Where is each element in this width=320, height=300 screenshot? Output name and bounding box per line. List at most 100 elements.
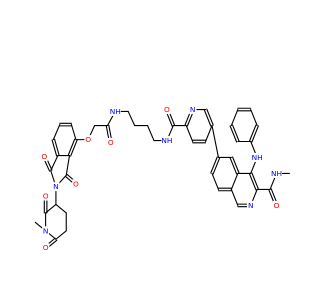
single-bond	[251, 188, 258, 203]
double-bond-line	[51, 139, 58, 157]
atom-label-background	[40, 152, 48, 162]
atom-label-background	[52, 182, 60, 192]
double-bond-line	[70, 139, 78, 157]
double-bond-line	[49, 239, 58, 247]
double-bond-line	[169, 112, 176, 126]
double-bond-line	[229, 157, 238, 175]
atom-label: NH	[110, 107, 121, 116]
atom-o7: O	[163, 105, 171, 115]
double-bond-line	[210, 156, 218, 174]
atom-n4: NH	[161, 136, 173, 146]
double-bond-line	[248, 124, 257, 142]
double-bond-line	[46, 159, 53, 171]
atom-label: NH	[161, 136, 172, 145]
single-bond	[50, 155, 59, 172]
atom-label: O	[43, 243, 49, 252]
single-bond	[250, 160, 257, 175]
double-bond-line	[108, 124, 112, 139]
single-bond	[106, 114, 114, 127]
atom-label: N	[43, 226, 49, 235]
single-bond	[269, 176, 276, 190]
atom-o4: O	[72, 179, 80, 189]
single-bond	[185, 124, 194, 143]
double-bond-line	[186, 113, 193, 127]
single-bond	[211, 172, 220, 190]
atom-label-background	[251, 152, 263, 162]
atom-label-background	[107, 137, 115, 147]
atom-label: N	[190, 105, 196, 114]
atom-label: O	[108, 138, 114, 147]
atom-o6: O	[107, 137, 115, 147]
double-bond-line	[67, 138, 76, 156]
double-bond-line	[268, 189, 275, 203]
atom-label-background	[84, 135, 92, 145]
atom-label-background	[271, 168, 283, 178]
double-bond-line	[251, 125, 259, 143]
single-bond	[55, 230, 67, 240]
atom-o5: O	[84, 135, 92, 145]
atom-label-background	[247, 200, 255, 210]
atom-label: O	[73, 179, 79, 188]
atom-label: O	[85, 135, 91, 144]
atom-label-background	[42, 243, 50, 253]
single-bond	[55, 203, 67, 214]
double-bond-line	[64, 175, 73, 183]
double-bond-line	[251, 172, 259, 190]
atom-o3: O	[40, 152, 48, 162]
double-bond-line	[166, 113, 173, 127]
double-bond-line	[66, 173, 75, 181]
atom-label: O	[43, 192, 49, 201]
single-bond	[34, 221, 43, 229]
double-bond-line	[212, 157, 221, 175]
double-bond-line	[44, 160, 51, 172]
single-bond	[70, 124, 77, 141]
double-bond-line	[47, 237, 56, 245]
double-bond-line	[54, 138, 60, 156]
atom-label-background	[109, 106, 121, 116]
single-bond	[50, 170, 56, 184]
atom-label-background	[72, 179, 80, 189]
single-bond	[230, 108, 239, 127]
atom-label: O	[274, 201, 280, 210]
atom-n3: NH	[109, 106, 121, 116]
atom-label: NH	[271, 169, 282, 178]
double-bond-line	[270, 188, 277, 202]
bond-layer	[34, 107, 290, 247]
atom-o2: O	[42, 243, 50, 253]
single-bond	[167, 124, 174, 138]
atom-n8: NH	[271, 168, 283, 178]
atom-label-background	[163, 105, 171, 115]
atom-o1: O	[42, 191, 50, 201]
single-bond	[127, 110, 136, 127]
atom-label: O	[164, 105, 170, 114]
single-bond	[250, 108, 258, 127]
atom-label-background	[42, 191, 50, 201]
single-bond	[65, 155, 71, 176]
double-bond-line	[206, 108, 214, 126]
double-bond-line	[203, 109, 212, 127]
atom-label: N	[248, 201, 254, 210]
single-bond	[52, 124, 61, 141]
single-bond	[250, 140, 257, 155]
double-bond-line	[232, 124, 240, 142]
atom-label-background	[42, 226, 50, 236]
atom-n7: N	[247, 200, 255, 210]
single-bond	[89, 124, 96, 137]
single-bond	[146, 124, 155, 142]
atom-label: NH	[252, 153, 263, 162]
double-bond-line	[232, 156, 240, 174]
single-bond	[211, 124, 220, 159]
atom-label-background	[161, 136, 173, 146]
double-bond-line	[184, 112, 191, 126]
double-bond-line	[248, 173, 257, 191]
atom-label-background	[273, 200, 281, 210]
single-bond	[230, 188, 239, 206]
single-bond	[205, 124, 213, 143]
atom-n2: N	[52, 182, 60, 192]
atom-n6: NH	[251, 152, 263, 162]
double-bond-line	[105, 125, 110, 140]
double-bond-line	[229, 125, 238, 143]
